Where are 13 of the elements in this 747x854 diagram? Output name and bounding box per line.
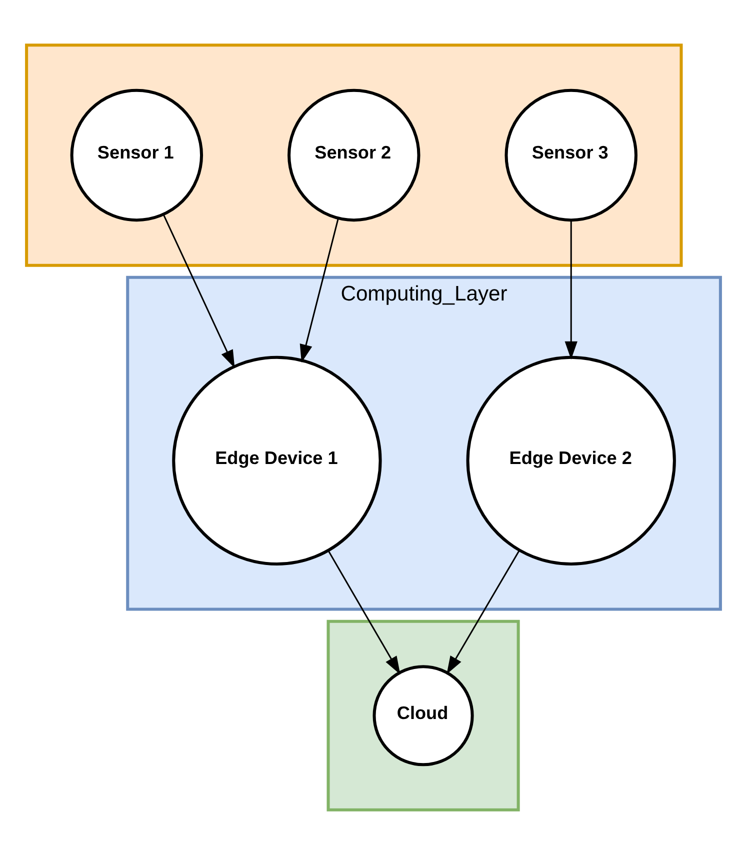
arrow [300,218,339,362]
node-circle: Cloud [372,664,474,766]
node-circle: Edge Device 2 [466,355,676,566]
cluster [25,43,683,266]
node-circle: Sensor 3 [504,88,638,222]
arrow [162,214,235,368]
node-circle: Edge Device 1 [172,355,382,566]
arrow [446,549,520,674]
arrow [564,220,578,359]
cluster [326,619,520,811]
node-circle: Sensor 2 [288,88,420,222]
arrow [328,550,400,674]
node-circle: Sensor 1 [70,88,204,222]
